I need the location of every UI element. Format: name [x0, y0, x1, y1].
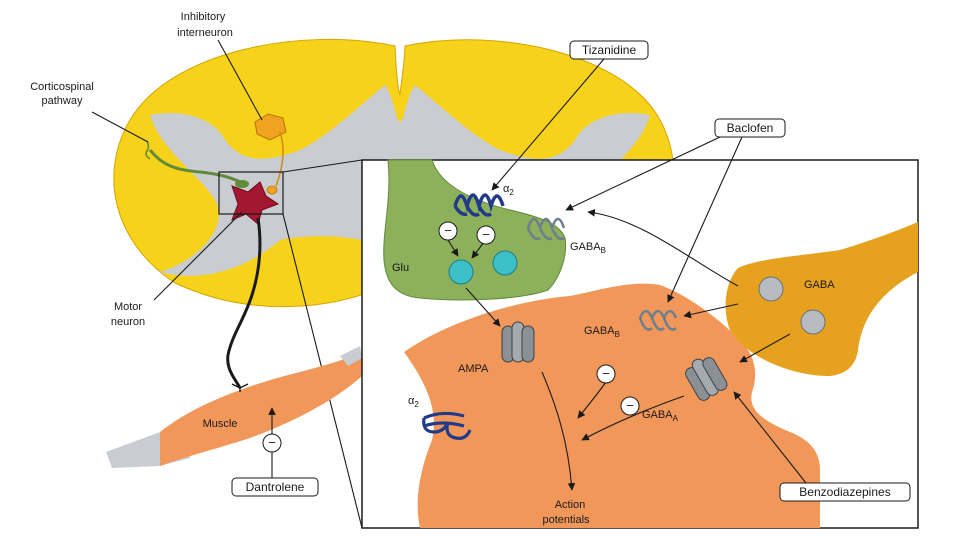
gaba-b-receptor-presynaptic-icon: [526, 217, 566, 241]
gaba-vesicle: [758, 276, 784, 302]
alpha2-receptor-icon: [453, 193, 505, 217]
muscle: [106, 346, 362, 468]
inhibitory-interneuron-label-2: interneuron: [177, 27, 233, 39]
inhibit-symbol: −: [620, 396, 640, 416]
baclofen-box: [714, 118, 786, 138]
gaba-b-presynaptic-label: GABAB: [570, 241, 606, 255]
gaba-b-receptor-postsynaptic-icon: [638, 309, 678, 331]
baclofen-label: Baclofen: [727, 121, 774, 135]
gaba-b-postsynaptic-label: GABAB: [584, 325, 620, 339]
dantrolene-box: [231, 477, 319, 497]
action-potentials-label-2: potentials: [542, 514, 590, 526]
motor-neuron-label-2: neuron: [111, 316, 145, 328]
inhibit-symbol: −: [596, 364, 616, 384]
ampa-label: AMPA: [458, 363, 489, 375]
inhibitory-interneuron: [254, 113, 287, 195]
gaba-vesicle: [800, 309, 826, 335]
svg-text:−: −: [482, 227, 490, 242]
dantrolene-minus: −: [268, 435, 276, 450]
ampa-receptor-icon: [501, 321, 535, 363]
synapse-panel: − − − − α2 α2 GABAB GABAB GABAA Glu: [361, 159, 919, 529]
gaba-a-receptor-icon: [685, 357, 728, 401]
svg-text:−: −: [444, 223, 452, 238]
tizanidine-box: [569, 40, 649, 60]
alpha2-postsynaptic-receptor-icon: [422, 411, 472, 440]
svg-text:−: −: [626, 398, 634, 413]
dantrolene-label: Dantrolene: [246, 480, 305, 494]
benzodiazepines-box: [779, 482, 911, 502]
alpha2-postsynaptic-label: α2: [408, 395, 419, 409]
motor-neuron-label-1: Motor: [114, 301, 142, 313]
alpha2-presynaptic-label: α2: [503, 183, 514, 197]
glu-terminal: [383, 159, 567, 301]
corticospinal-axon: [145, 140, 249, 188]
dantrolene-inhibit-symbol: [262, 433, 282, 453]
benzodiazepines-label: Benzodiazepines: [799, 485, 890, 499]
gaba-terminal: [725, 222, 918, 376]
svg-text:−: −: [602, 366, 610, 381]
glu-vesicle: [492, 250, 518, 276]
gaba-label: GABA: [804, 279, 835, 291]
glu-vesicle: [448, 259, 474, 285]
inhibit-symbol: −: [438, 221, 458, 241]
gaba-a-label: GABAA: [642, 409, 679, 423]
corticospinal-label-1: Corticospinal: [30, 81, 94, 93]
inhibit-symbol: −: [476, 225, 496, 245]
muscle-label: Muscle: [203, 418, 238, 430]
zoom-region-box: [218, 171, 284, 215]
inhibitory-interneuron-label-1: Inhibitory: [181, 11, 226, 23]
glu-label: Glu: [392, 262, 409, 274]
action-potentials-label-1: Action: [555, 499, 586, 511]
tizanidine-label: Tizanidine: [582, 43, 637, 57]
corticospinal-label-2: pathway: [42, 95, 83, 107]
